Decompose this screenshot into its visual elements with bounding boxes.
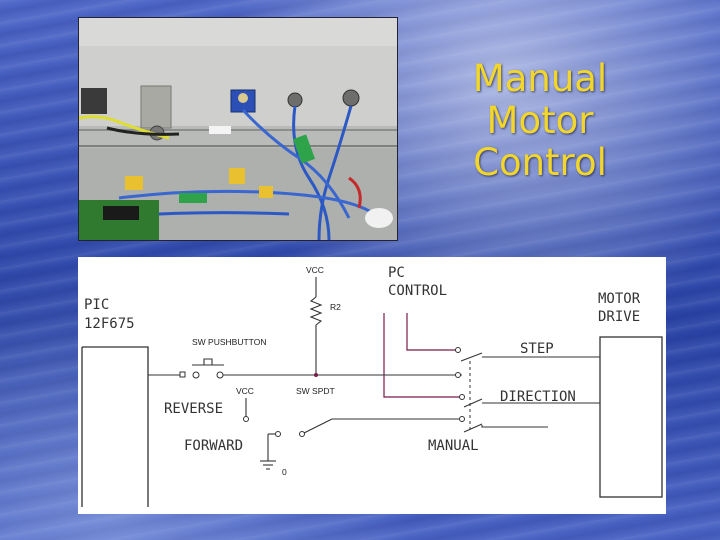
manual-switch xyxy=(460,352,483,433)
pc-control-label: CONTROL xyxy=(388,283,447,299)
motor-drive-box xyxy=(599,336,663,498)
ground-symbol xyxy=(260,460,276,470)
forward-label: FORWARD xyxy=(184,438,243,454)
direction-label: DIRECTION xyxy=(500,389,576,405)
r2-resistor xyxy=(309,296,323,326)
vcc-mid-label: VCC xyxy=(236,386,254,396)
pic-label: PIC xyxy=(84,297,109,313)
reverse-label: REVERSE xyxy=(164,401,223,417)
pic-model-label: 12F675 xyxy=(84,316,135,332)
wiring-photo-illustration xyxy=(79,18,397,240)
step-label: STEP xyxy=(520,341,554,357)
r2-label: R2 xyxy=(330,302,341,312)
spdt-label: SW SPDT xyxy=(296,386,335,396)
title-line-2: Motor xyxy=(486,99,594,142)
title-line-3: Control xyxy=(473,141,607,184)
circuit-schematic: PIC 12F675 MOTOR DRIVE PC CONTROL VCC R2… xyxy=(78,257,666,514)
schematic-diagram: PIC 12F675 MOTOR DRIVE PC CONTROL VCC R2… xyxy=(81,265,663,507)
vcc-top-label: VCC xyxy=(306,265,324,275)
title-line-1: Manual xyxy=(472,57,608,100)
ground-value: 0 xyxy=(282,467,287,477)
motor-label: MOTOR xyxy=(598,291,641,307)
drive-label: DRIVE xyxy=(598,309,640,325)
wiring-photo xyxy=(78,17,398,241)
pushbutton-label: SW PUSHBUTTON xyxy=(192,337,266,347)
pc-label: PC xyxy=(388,265,405,281)
pic-chip-box xyxy=(82,346,149,507)
manual-label: MANUAL xyxy=(428,438,479,454)
spdt-switch xyxy=(303,418,333,434)
slide-title: Manual Motor Control xyxy=(440,58,640,184)
